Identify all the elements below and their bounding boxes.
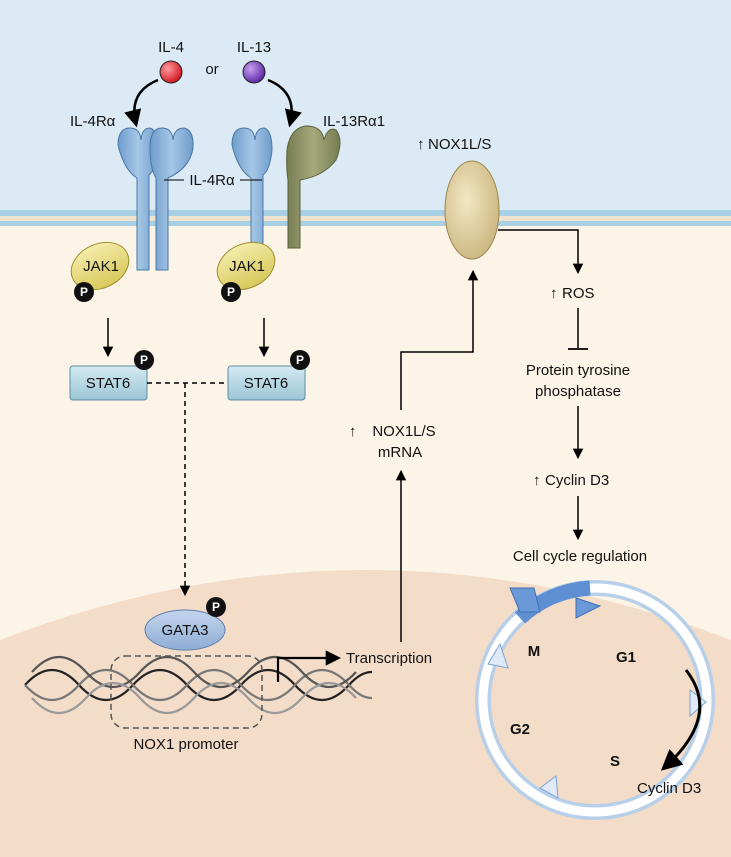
il13-receptor-pair <box>231 125 341 271</box>
nox1-protein <box>444 160 500 260</box>
cycle-cyclin-label: Cyclin D3 <box>637 780 701 797</box>
phospho-jak1-right: P <box>221 282 241 302</box>
phase-g1: G1 <box>616 649 636 666</box>
nox-to-ros-arrow <box>498 229 584 275</box>
cell-cycle-ring <box>475 580 715 820</box>
il4-binding-arrow <box>124 78 159 128</box>
ptp-label-1: Protein tyrosine <box>526 362 630 379</box>
phospho-gata3: P <box>206 597 226 617</box>
transcription-label: Transcription <box>346 650 432 667</box>
phospho-stat6-right: P <box>290 350 310 370</box>
ptp-label-2: phosphatase <box>535 383 621 400</box>
mrna-to-nox-arrow <box>400 269 479 410</box>
il4ra-left-label: IL-4Rα <box>70 113 116 130</box>
phospho-stat6-left: P <box>134 350 154 370</box>
svg-text:STAT6: STAT6 <box>86 375 130 392</box>
svg-text:JAK1: JAK1 <box>83 258 119 275</box>
nox-mrna-label-2: mRNA <box>378 444 422 461</box>
dna-helix <box>24 656 373 714</box>
phase-m: M <box>528 643 541 660</box>
svg-text:JAK1: JAK1 <box>229 258 265 275</box>
stat6-right: STAT6 <box>227 365 306 401</box>
extracellular-space <box>0 0 731 220</box>
up-arrow-ros: ↑ <box>550 285 558 302</box>
svg-text:P: P <box>296 353 304 367</box>
or-label: or <box>205 61 218 78</box>
nox-top-label: NOX1L/S <box>428 136 491 153</box>
il13ra1-label: IL-13Rα1 <box>323 113 385 130</box>
stat6-left: STAT6 <box>69 365 148 401</box>
il13-label: IL-13 <box>237 39 271 56</box>
nox1-promoter-box <box>110 655 263 729</box>
nox1-promoter-label: NOX1 promoter <box>133 736 238 753</box>
nox-mrna-label-1: NOX1L/S <box>372 423 435 440</box>
up-arrow-nox-top: ↑ <box>417 136 425 153</box>
svg-text:P: P <box>227 285 235 299</box>
phase-g2: G2 <box>510 721 530 738</box>
phase-s: S <box>610 753 620 770</box>
svg-text:P: P <box>140 353 148 367</box>
cyclin-label: Cyclin D3 <box>545 472 609 489</box>
cell-membrane <box>0 210 731 226</box>
il4-ligand <box>159 60 183 84</box>
jak1-right: JAK1 <box>216 241 276 291</box>
up-arrow-mrna: ↑ <box>349 423 357 440</box>
il4ra-mid-label: IL-4Rα <box>189 172 235 189</box>
transcription-start-arrow <box>276 650 342 682</box>
svg-text:P: P <box>80 285 88 299</box>
il4-label: IL-4 <box>158 39 184 56</box>
svg-text:STAT6: STAT6 <box>244 375 288 392</box>
cyclin-d3-cycle-arrow <box>660 669 702 771</box>
cell-cycle-label: Cell cycle regulation <box>513 548 647 565</box>
phospho-jak1-left: P <box>74 282 94 302</box>
svg-text:P: P <box>212 600 220 614</box>
il13-binding-arrow <box>267 78 302 128</box>
gata3: GATA3 <box>144 609 226 651</box>
il4-receptor-pair <box>117 127 194 271</box>
svg-text:GATA3: GATA3 <box>162 622 209 639</box>
il13-ligand <box>242 60 266 84</box>
up-arrow-cyclin: ↑ <box>533 472 541 489</box>
jak1-left: JAK1 <box>70 241 130 291</box>
ros-label: ROS <box>562 285 595 302</box>
